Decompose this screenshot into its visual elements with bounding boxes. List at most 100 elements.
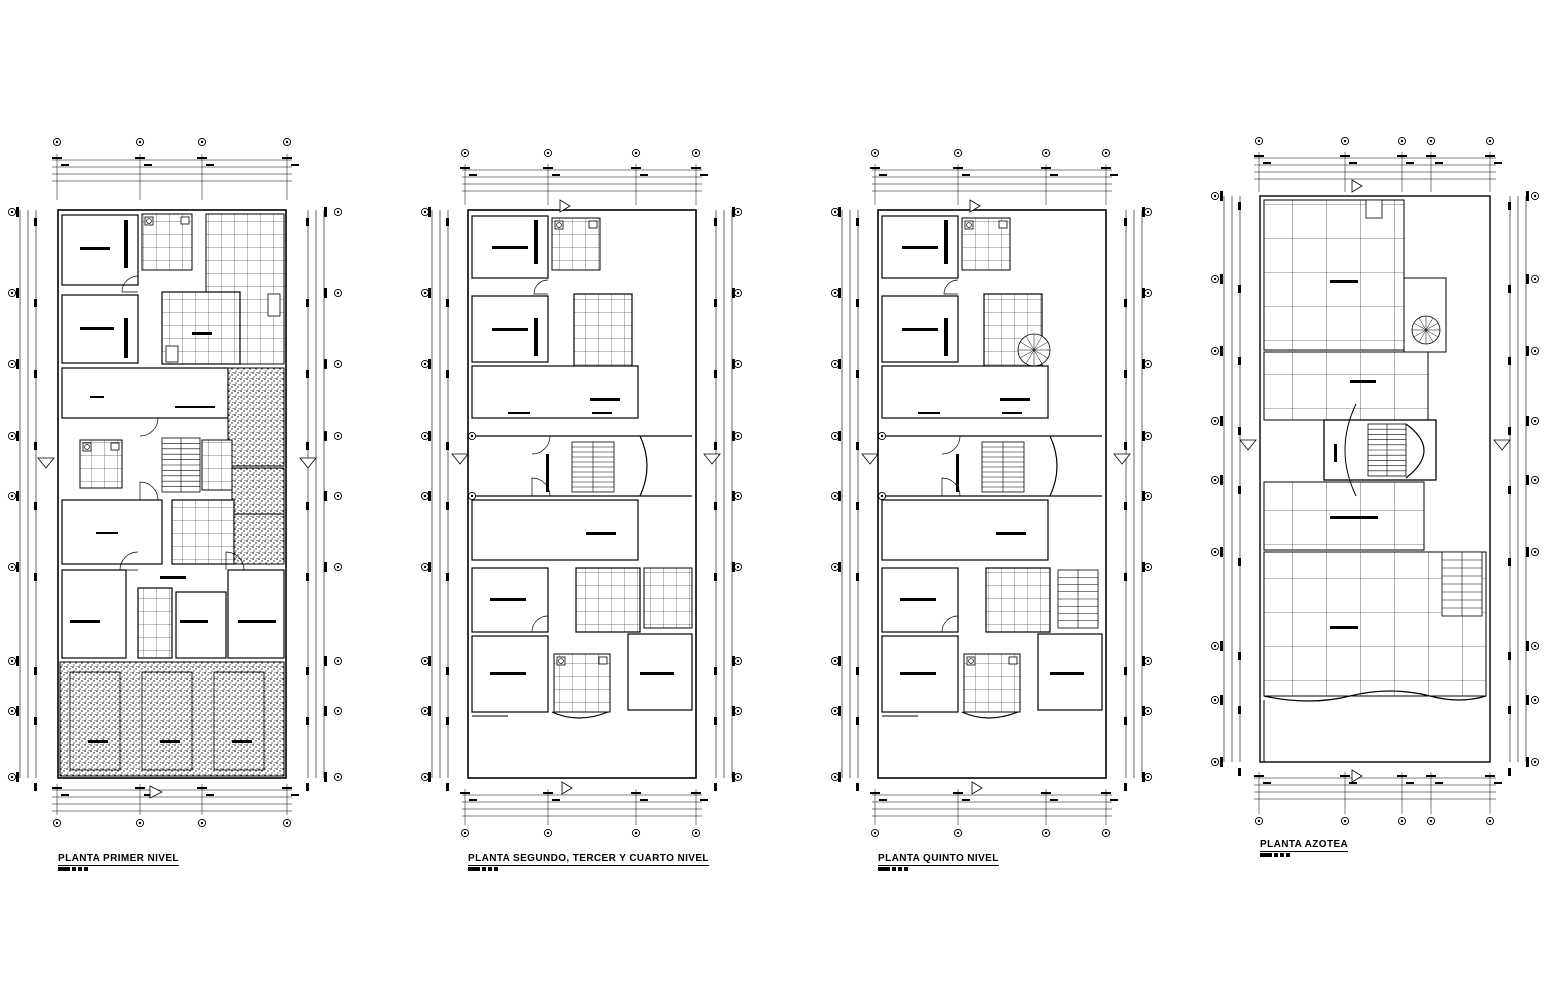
dim-label bbox=[428, 706, 431, 716]
dim-label bbox=[856, 783, 859, 791]
dim-label bbox=[1263, 162, 1271, 164]
dim-label bbox=[856, 717, 859, 725]
dim-label bbox=[144, 794, 152, 796]
dim-label bbox=[838, 288, 841, 298]
entry-door bbox=[139, 481, 159, 501]
axis-bubble-dot bbox=[1044, 151, 1048, 155]
dim-label bbox=[1435, 782, 1443, 784]
spiral-tread bbox=[1020, 349, 1035, 359]
dimension-lines-top bbox=[52, 154, 299, 200]
dim-label bbox=[16, 491, 19, 501]
dim-label bbox=[16, 706, 19, 716]
dim-label bbox=[306, 717, 309, 725]
toilet-bowl bbox=[146, 218, 152, 224]
dim-label bbox=[1050, 174, 1058, 176]
toilet bbox=[554, 220, 564, 230]
dimension-lines-bottom bbox=[460, 789, 708, 825]
dim-label bbox=[446, 783, 449, 791]
garden-hatch-2 bbox=[231, 467, 285, 515]
dim-label bbox=[1406, 162, 1414, 164]
dim-label bbox=[324, 207, 327, 217]
axis-bubble-dot bbox=[833, 362, 837, 366]
dim-label bbox=[1142, 562, 1145, 572]
entry-arrow bbox=[559, 199, 571, 213]
dim-label bbox=[1220, 346, 1223, 356]
axis-bubble-dot bbox=[1533, 760, 1537, 764]
axis-bubble-dot bbox=[634, 151, 638, 155]
spiral-tread bbox=[1033, 349, 1048, 359]
spiral-tread bbox=[1413, 329, 1427, 338]
axis-bubble-dot bbox=[10, 210, 14, 214]
rear-kitchen bbox=[171, 499, 235, 565]
toilet bbox=[144, 216, 154, 226]
axis-bubble-dot bbox=[1533, 550, 1537, 554]
room-label bbox=[80, 327, 114, 330]
laundry-sink bbox=[267, 293, 281, 317]
dimension-lines-bottom bbox=[52, 784, 299, 815]
room-label bbox=[1330, 280, 1358, 283]
axis-bubble-dot bbox=[1146, 210, 1150, 214]
axis-bubble-dot bbox=[1104, 151, 1108, 155]
toilet bbox=[556, 656, 566, 666]
room-label bbox=[592, 412, 612, 414]
scale-bar-azotea bbox=[1260, 853, 1292, 857]
dim-label bbox=[1142, 288, 1145, 298]
bedroom-door bbox=[941, 615, 959, 633]
plan-segundo-tercer-cuarto-nivel bbox=[420, 148, 743, 838]
room-label bbox=[586, 532, 616, 535]
axis-bubble-dot bbox=[546, 831, 550, 835]
axis-bubble-dot bbox=[336, 434, 340, 438]
axis-bubble-dot bbox=[634, 831, 638, 835]
dim-label bbox=[34, 442, 37, 450]
toilet-bowl bbox=[968, 658, 974, 664]
dim-label bbox=[1508, 357, 1511, 365]
kitchen-rear bbox=[985, 567, 1051, 633]
scale-bar-quinto bbox=[878, 867, 910, 871]
dim-label bbox=[1110, 799, 1118, 801]
dim-label bbox=[446, 573, 449, 581]
section-marker bbox=[703, 453, 721, 465]
entry-arrow bbox=[969, 199, 981, 213]
parking-mark bbox=[88, 740, 108, 743]
axis-bubble-dot bbox=[1213, 194, 1217, 198]
vertical-dimensions bbox=[428, 207, 449, 791]
axis-bubble-dot bbox=[956, 831, 960, 835]
entry-door bbox=[531, 435, 551, 455]
dim-label bbox=[306, 783, 309, 791]
dim-label bbox=[700, 174, 708, 176]
dim-label bbox=[1526, 416, 1529, 426]
dim-label bbox=[1220, 416, 1223, 426]
vertical-dimensions bbox=[306, 207, 327, 791]
scale-bar-segundo bbox=[468, 867, 500, 871]
axis-bubble-dot bbox=[1343, 819, 1347, 823]
plan-primer-nivel bbox=[7, 137, 343, 828]
dim-label bbox=[1526, 346, 1529, 356]
axis-bubble-dot bbox=[463, 831, 467, 835]
dim-label bbox=[324, 359, 327, 369]
dim-label bbox=[962, 174, 970, 176]
dim-label bbox=[1220, 547, 1223, 557]
axis-bubble-dot bbox=[1146, 494, 1150, 498]
room-label bbox=[508, 412, 530, 414]
axis-bubble-dot bbox=[1146, 775, 1150, 779]
bedroom-5 bbox=[227, 569, 285, 659]
balcony-curve bbox=[961, 711, 1019, 719]
entry-arrow bbox=[1351, 769, 1363, 783]
axis-bubble-dot bbox=[1213, 760, 1217, 764]
dim-label bbox=[1124, 502, 1127, 510]
dim-label bbox=[428, 562, 431, 572]
entry-arrow bbox=[971, 781, 983, 795]
room-label bbox=[1000, 398, 1030, 401]
axis-bubble-dot bbox=[956, 151, 960, 155]
vertical-dimensions bbox=[1508, 191, 1529, 776]
dim-label bbox=[306, 573, 309, 581]
axis-bubble-dot bbox=[1213, 550, 1217, 554]
roof-slab-1 bbox=[1263, 199, 1405, 351]
axis-bubble-dot bbox=[736, 434, 740, 438]
dim-label bbox=[306, 299, 309, 307]
axis-bubble-dot bbox=[694, 151, 698, 155]
scale-bar-primer bbox=[58, 867, 90, 871]
dim-label bbox=[1220, 274, 1223, 284]
dim-label bbox=[1508, 558, 1511, 566]
dim-label bbox=[16, 772, 19, 782]
